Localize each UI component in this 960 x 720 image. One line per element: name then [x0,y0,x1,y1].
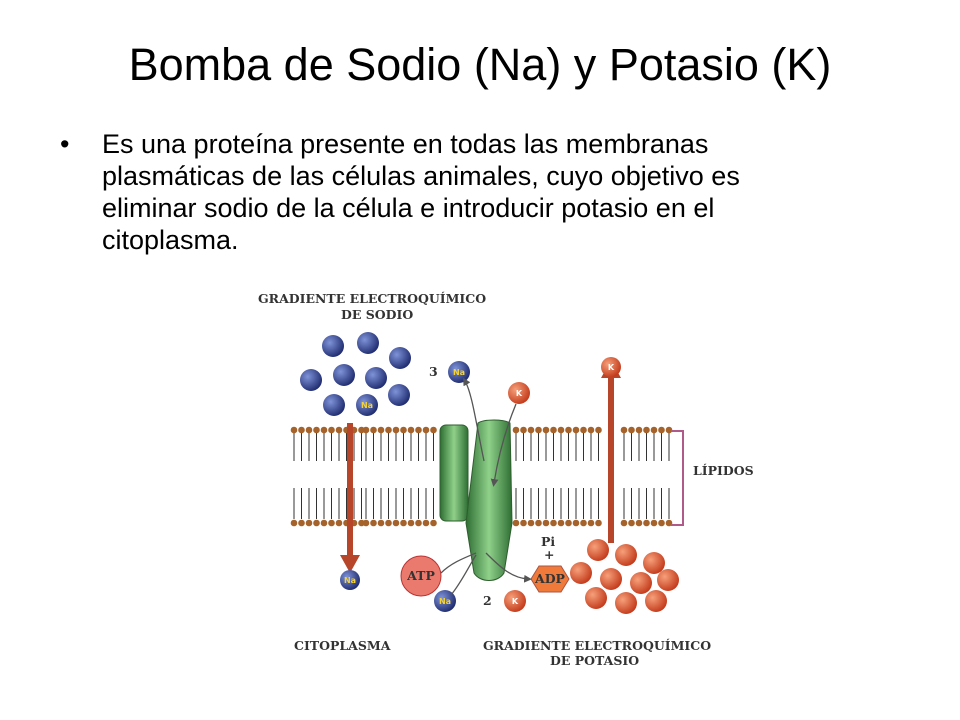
potassium-count: 2 [483,593,492,608]
ion-flow-arrows [440,377,532,596]
potassium-ion-top: K [601,357,621,377]
svg-text:K: K [516,389,523,398]
phosphate-label: Pi [541,534,555,549]
label-gradient-potassium-line1: GRADIENTE ELECTROQUÍMICO [483,638,711,653]
sodium-potassium-pump-diagram: GRADIENTE ELECTROQUÍMICO DE SODIO LÍPIDO… [236,283,782,680]
sodium-ion-entering-pump: Na [434,590,456,612]
sodium-count: 3 [429,364,438,379]
label-gradient-sodium-line2: DE SODIO [341,307,413,322]
phosphate-plus: + [544,547,554,562]
sodium-ions-cluster [300,332,411,416]
bullet-marker: • [60,129,70,159]
svg-text:Na: Na [361,401,373,410]
svg-text:Na: Na [344,576,356,585]
sodium-ion-cytoplasm: Na [340,570,360,590]
bullet-line-1: Es una proteína presente en todas las me… [102,129,709,159]
svg-text:K: K [512,597,519,606]
label-lipids: LÍPIDOS [693,463,754,478]
sodium-ion-exiting: Na [448,361,470,383]
pump-protein [439,419,513,581]
bullet-line-2: plasmáticas de las células animales, cuy… [102,161,740,191]
lipids-bracket [671,430,684,526]
potassium-ion-entering: K [504,590,526,612]
potassium-ions-cluster [570,539,679,614]
svg-text:ATP: ATP [406,568,435,583]
bullet-line-4: citoplasma. [102,225,239,255]
potassium-gradient-arrow [601,360,621,543]
slide-title: Bomba de Sodio (Na) y Potasio (K) [128,39,832,90]
svg-text:K: K [608,363,615,372]
svg-text:ADP: ADP [534,571,566,586]
sodium-ion-outside: Na [356,394,378,416]
sodium-gradient-arrow [340,423,360,573]
potassium-ion-outside: K [508,382,530,404]
adp-molecule: ADP [530,565,570,593]
svg-text:Na: Na [439,597,451,606]
label-cytoplasm: CITOPLASMA [294,638,391,653]
label-gradient-sodium-line1: GRADIENTE ELECTROQUÍMICO [258,291,486,306]
bullet-text: Es una proteína presente en todas las me… [102,128,852,256]
label-gradient-potassium-line2: DE POTASIO [550,653,639,668]
atp-molecule: ATP [400,555,442,597]
bullet-line-3: eliminar sodio de la célula e introducir… [102,193,715,223]
lipid-bilayer [290,426,673,527]
svg-text:Na: Na [453,368,465,377]
